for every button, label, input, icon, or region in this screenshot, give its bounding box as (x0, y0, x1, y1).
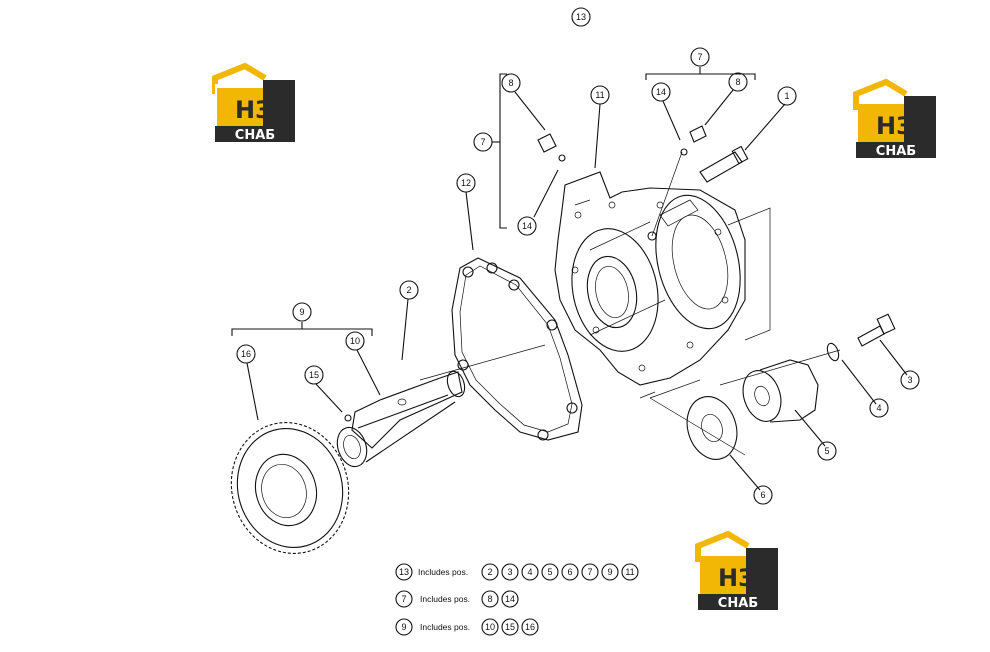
svg-text:3: 3 (507, 567, 512, 577)
coupling-5 (742, 359, 819, 423)
svg-text:СНАБ: СНАБ (718, 596, 758, 611)
svg-text:8: 8 (508, 78, 513, 88)
idler-gear (230, 422, 350, 554)
callout-16: 16 (236, 344, 256, 364)
svg-text:14: 14 (522, 221, 532, 231)
svg-text:5: 5 (824, 446, 829, 456)
svg-text:4: 4 (527, 567, 532, 577)
svg-text:4: 4 (876, 403, 881, 413)
svg-text:14: 14 (656, 87, 666, 97)
logo-top-left: НЗ СНАБ (212, 62, 295, 143)
svg-text:7: 7 (401, 594, 406, 604)
svg-text:15: 15 (505, 622, 515, 632)
center-axis-line-right (719, 349, 841, 386)
leader-lines (246, 89, 908, 491)
svg-text:13: 13 (576, 12, 586, 22)
svg-text:6: 6 (760, 490, 765, 500)
callout-7-top: 7 (690, 47, 710, 67)
gasket (451, 257, 583, 441)
svg-text:14: 14 (505, 594, 515, 604)
svg-text:16: 16 (525, 622, 535, 632)
bracket-group-7-top (645, 67, 756, 80)
svg-text:Includes pos.: Includes pos. (420, 622, 470, 632)
svg-text:СНАБ: СНАБ (876, 144, 916, 159)
svg-text:7: 7 (480, 137, 485, 147)
callout-5: 5 (817, 441, 837, 461)
svg-text:8: 8 (735, 77, 740, 87)
callout-12: 12 (456, 173, 476, 193)
plug-8-right (680, 125, 707, 156)
svg-text:9: 9 (401, 622, 406, 632)
svg-text:16: 16 (241, 349, 251, 359)
svg-text:НЗ: НЗ (718, 564, 755, 592)
svg-text:13: 13 (399, 567, 409, 577)
thrust-plate-6 (639, 391, 738, 460)
svg-text:7: 7 (587, 567, 592, 577)
svg-text:1: 1 (784, 91, 789, 101)
svg-text:11: 11 (625, 567, 634, 577)
legend-row-9: 9 Includes pos. 10 15 16 (395, 618, 539, 636)
svg-text:3: 3 (907, 375, 912, 385)
svg-text:СНАБ: СНАБ (235, 128, 275, 143)
logo-top-right: НЗ СНАБ (853, 78, 936, 159)
washer-4 (826, 342, 840, 362)
svg-text:Includes pos.: Includes pos. (420, 594, 470, 604)
reference-plane-front (649, 379, 746, 456)
callout-15: 15 (304, 365, 324, 385)
callout-10: 10 (345, 331, 365, 351)
svg-text:9: 9 (299, 307, 304, 317)
bracket-group-7-left (492, 73, 507, 229)
bracket-group-9 (231, 322, 373, 336)
legend-row-7: 7 Includes pos. 8 14 (395, 590, 519, 608)
center-axis-line (419, 344, 546, 381)
callout-3: 3 (900, 370, 920, 390)
callout-14-left: 14 (517, 216, 537, 236)
svg-text:7: 7 (697, 52, 702, 62)
legend-row-13: 13 Includes pos. 2 3 4 5 6 7 9 11 (395, 563, 639, 581)
svg-text:2: 2 (406, 285, 411, 295)
svg-text:5: 5 (547, 567, 552, 577)
idler-shaft (336, 370, 466, 468)
svg-text:2: 2 (487, 567, 492, 577)
drive-housing (554, 171, 746, 386)
svg-text:11: 11 (595, 90, 604, 100)
svg-text:15: 15 (309, 370, 319, 380)
svg-text:12: 12 (461, 178, 471, 188)
svg-text:10: 10 (350, 336, 360, 346)
callout-8-left: 8 (501, 73, 521, 93)
callout-2: 2 (399, 280, 419, 300)
callout-7-left: 7 (473, 132, 493, 152)
callout-9: 9 (292, 302, 312, 322)
plug-8-left (537, 133, 566, 162)
callout-8-right: 8 (728, 72, 748, 92)
bolt-3 (857, 313, 896, 347)
svg-text:6: 6 (567, 567, 572, 577)
callout-4: 4 (869, 398, 889, 418)
callout-11: 11 (590, 85, 610, 105)
callout-14-right: 14 (651, 82, 671, 102)
callout-13: 13 (571, 7, 591, 27)
bolt-1 (699, 145, 749, 183)
svg-text:Includes pos.: Includes pos. (418, 567, 468, 577)
svg-text:НЗ: НЗ (235, 96, 272, 124)
svg-text:НЗ: НЗ (876, 112, 913, 140)
svg-text:10: 10 (485, 622, 495, 632)
callout-6: 6 (753, 485, 773, 505)
svg-text:9: 9 (607, 567, 612, 577)
logo-bottom: НЗ СНАБ (695, 530, 778, 611)
callout-1: 1 (777, 86, 797, 106)
legend: 13 Includes pos. 2 3 4 5 6 7 9 11 7 Incl… (395, 563, 639, 636)
reference-plane-back (727, 207, 771, 341)
svg-text:8: 8 (487, 594, 492, 604)
